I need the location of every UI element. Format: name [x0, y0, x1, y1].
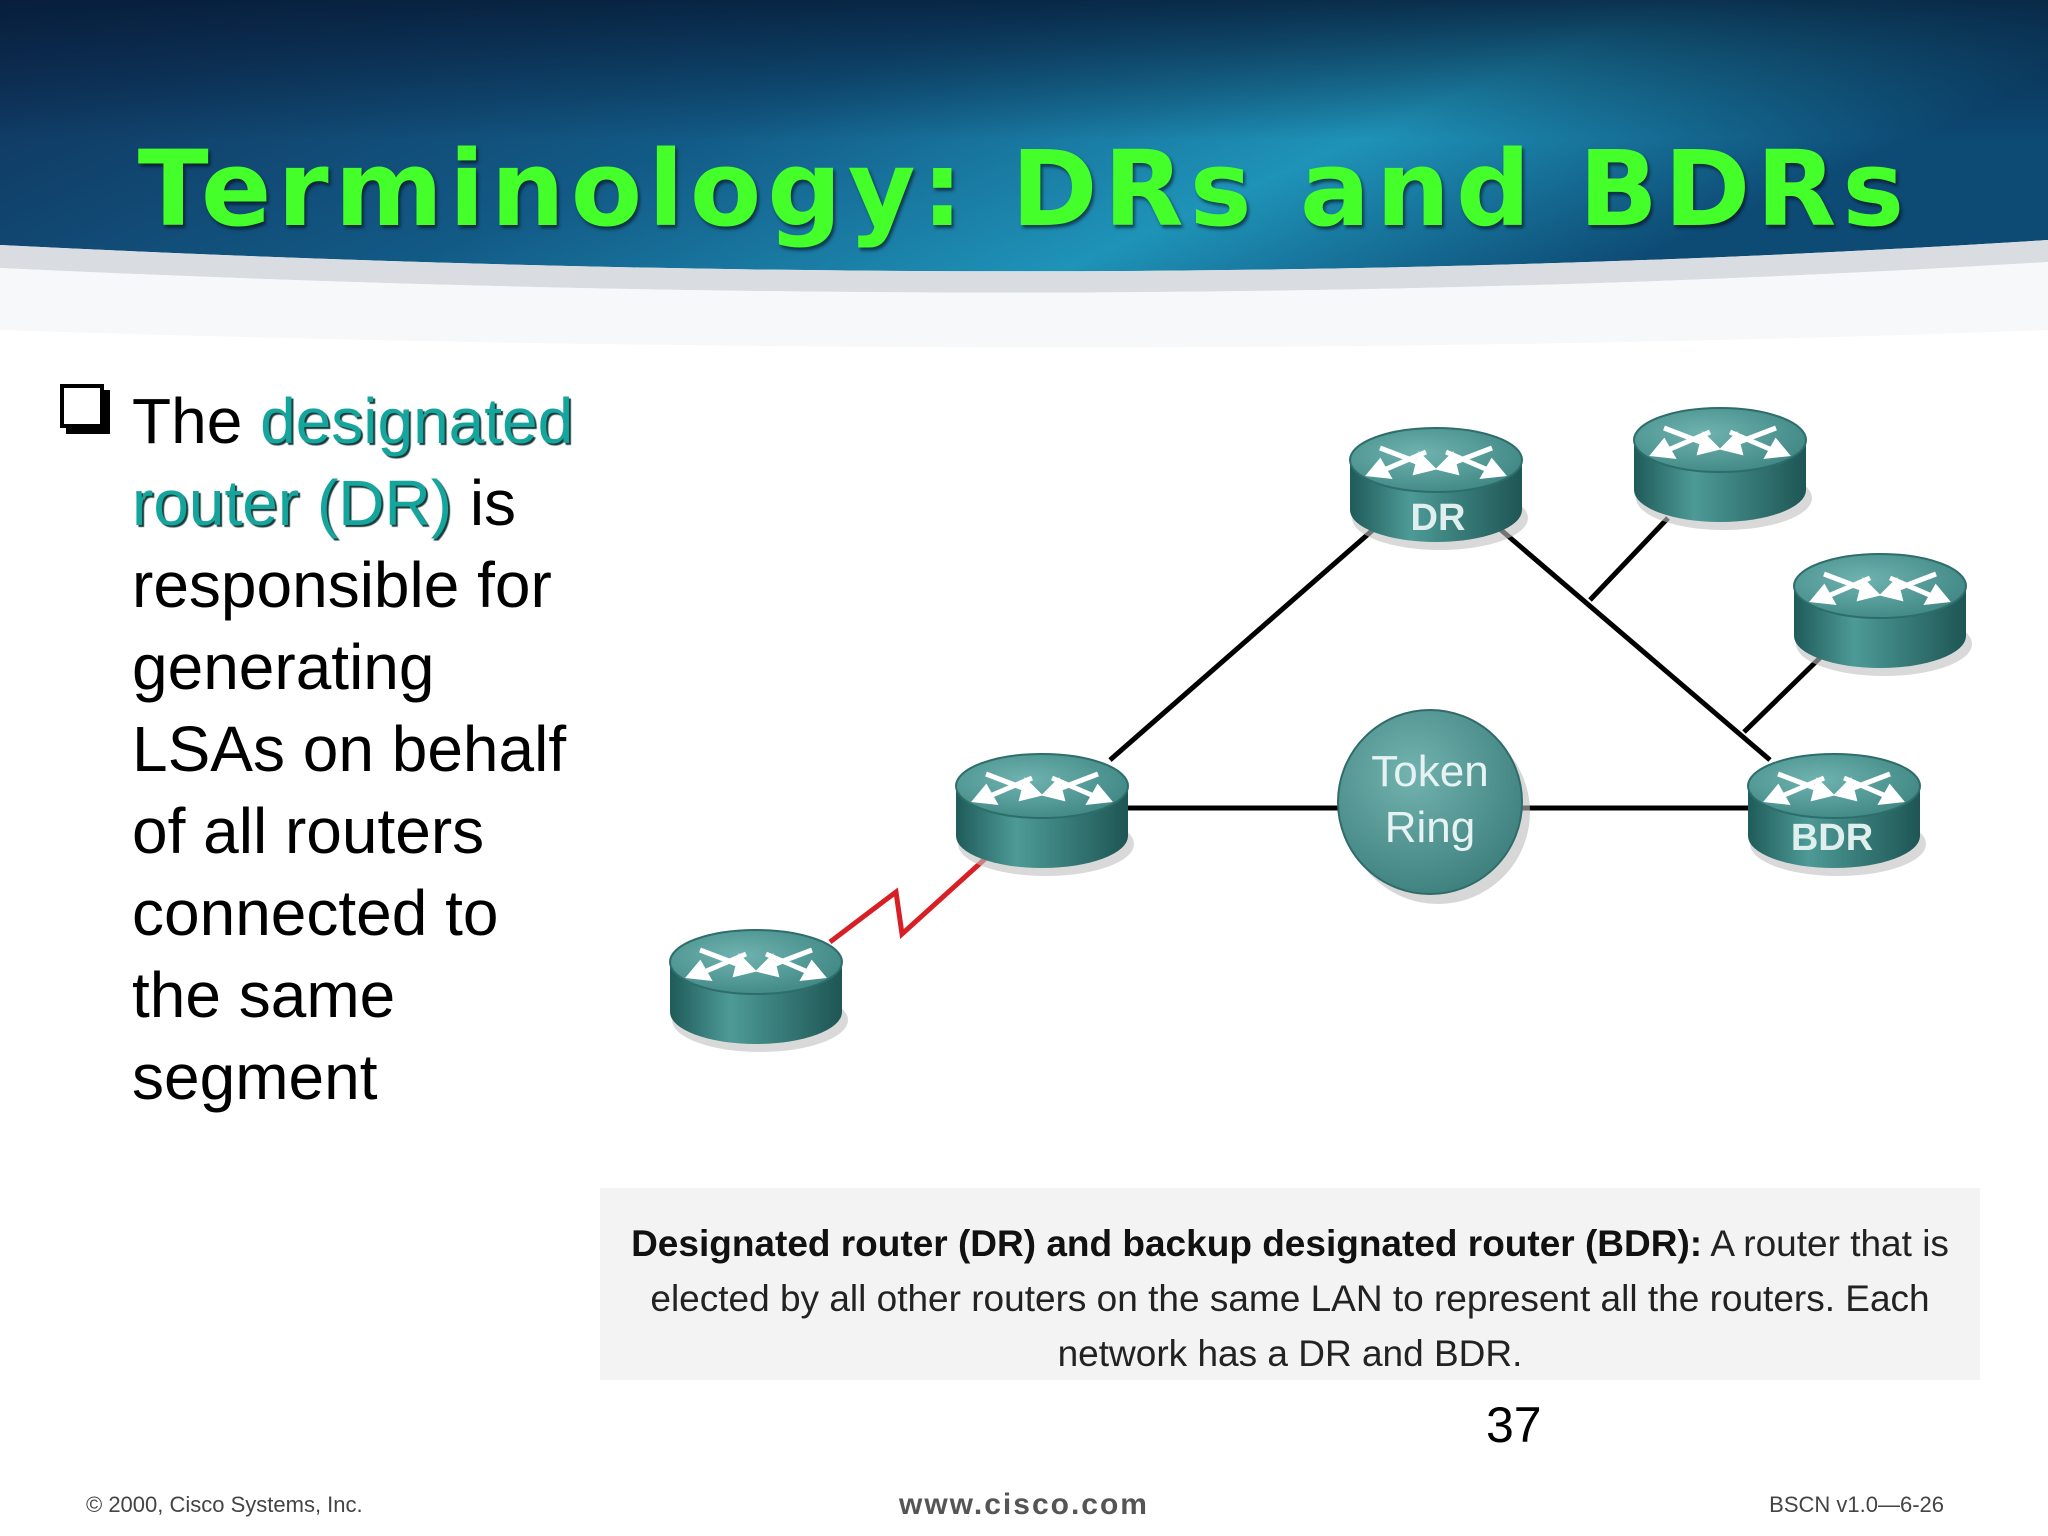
token-ring-icon	[1337, 709, 1530, 904]
slide-title: Terminology: DRs and BDRs	[137, 128, 1911, 250]
footer-course-code: BSCN v1.0—6-26	[1769, 1492, 1944, 1517]
caption-term: Designated router (DR) and backup design…	[631, 1223, 1703, 1264]
bullet-text: The designated router (DR) is responsibl…	[132, 380, 602, 1118]
dr-label: DR	[1411, 497, 1466, 539]
footer-copyright: © 2000, Cisco Systems, Inc.	[86, 1492, 363, 1517]
header-banner	[0, 0, 2048, 348]
serial-link-icon	[828, 856, 988, 944]
router-icon	[670, 930, 848, 1052]
network-diagram: DR BDR Token Ring	[600, 360, 2048, 1380]
router-icon	[956, 754, 1134, 876]
term-designated-router: designated router (DR)	[132, 385, 574, 539]
bullet-lead: The	[132, 385, 243, 457]
bdr-label: BDR	[1791, 817, 1873, 859]
token-ring-label-2: Ring	[1385, 803, 1476, 852]
token-ring-label-1: Token	[1371, 747, 1488, 796]
bullet-body: is responsible for generating LSAs on be…	[132, 467, 567, 1113]
router-icon	[1794, 554, 1972, 676]
footer-url: www.cisco.com	[899, 1488, 1149, 1521]
router-icon	[1634, 408, 1812, 530]
caption-panel	[600, 1188, 1980, 1380]
diagram-caption: Designated router (DR) and backup design…	[600, 1216, 1980, 1381]
caption-definition: A router that is elected by all other ro…	[650, 1223, 1949, 1374]
page-number: 37	[1486, 1397, 1542, 1453]
checkbox-bullet-icon	[60, 384, 104, 428]
